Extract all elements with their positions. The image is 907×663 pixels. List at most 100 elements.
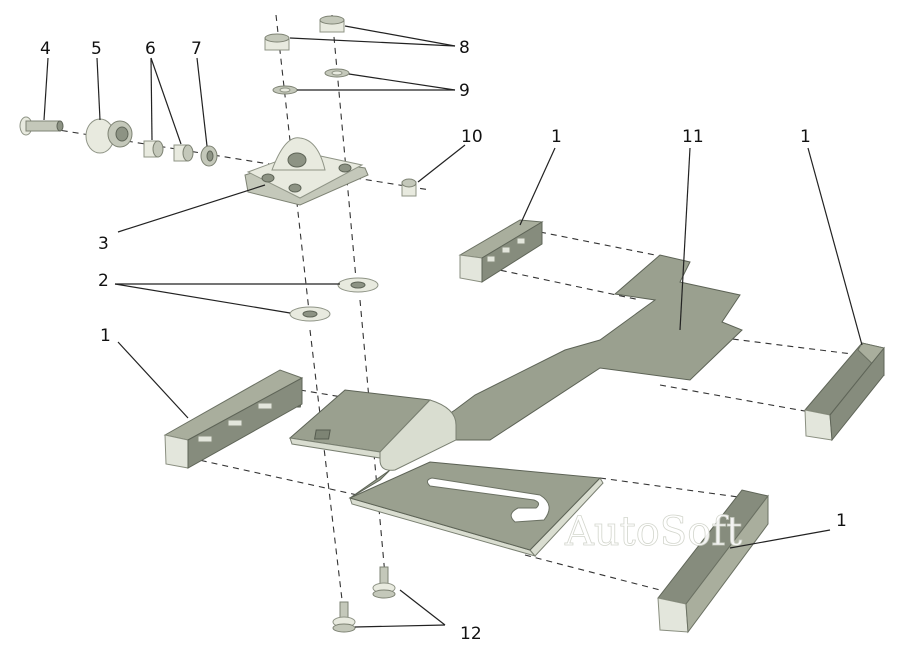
pad-top-left-side — [481, 221, 543, 283]
washer-9-right-hole — [331, 70, 343, 76]
pad-right — [804, 342, 885, 442]
leader-9b — [348, 73, 456, 91]
washer-part-7 — [200, 145, 218, 167]
callout-6: 6 — [145, 39, 156, 59]
guide-line-bolt-right-lower — [359, 299, 386, 576]
pad-left-end — [164, 434, 189, 469]
hinge-hole-left — [261, 173, 275, 183]
leader-lines — [43, 25, 863, 628]
callout-10: 10 — [461, 127, 483, 147]
washer-7-hole — [206, 150, 214, 162]
leader-12a — [399, 589, 446, 626]
bushing-2-end — [182, 144, 194, 162]
guide-line-pad-br-top — [599, 477, 761, 501]
nut-left-top — [264, 33, 290, 43]
leader-4 — [43, 57, 49, 121]
leader-1-right — [807, 147, 863, 346]
pad-left-cell-1 — [197, 435, 213, 443]
bolts-part-12 — [332, 566, 396, 633]
leader-1-top — [519, 147, 556, 226]
hinge-bracket-part-3 — [244, 137, 369, 206]
nuts-part-8 — [264, 15, 345, 51]
callout-4: 4 — [40, 39, 51, 59]
callout-7: 7 — [191, 39, 202, 59]
ball-eye-part-5 — [85, 118, 133, 154]
leader-7 — [196, 57, 208, 147]
pad-right-face — [804, 409, 833, 441]
base-plate-slot — [426, 477, 550, 523]
pad-left-cell-3 — [257, 402, 273, 410]
washers-part-9 — [272, 68, 350, 95]
pad-bottom-right — [657, 489, 769, 634]
washers-part-2 — [289, 277, 379, 322]
callout-2: 2 — [98, 271, 109, 291]
callout-1-top: 1 — [551, 127, 562, 147]
pad-left-side — [187, 377, 303, 469]
guide-line-bolt-right — [331, 14, 358, 291]
pin-tip — [56, 120, 64, 132]
leader-3 — [117, 184, 266, 233]
assembly-guide-lines — [39, 14, 861, 626]
pad-bottom-right-side — [685, 494, 769, 634]
callout-3: 3 — [98, 234, 109, 254]
guide-line-pad-l-bottom — [189, 457, 381, 501]
leader-8b — [344, 25, 456, 47]
washer-9-left-hole — [279, 87, 291, 93]
base-plate-lower-section — [348, 461, 602, 551]
leader-8a — [289, 37, 456, 47]
pad-top-left-end — [459, 254, 483, 283]
pad-top-left-cell-2 — [501, 246, 511, 254]
ball-eye-hole — [115, 126, 129, 142]
pin-shaft — [25, 120, 61, 132]
washer-2-right-hole — [350, 281, 366, 289]
bolt-left-head-base — [332, 623, 356, 633]
bushing-1-end — [152, 140, 164, 158]
callout-11: 11 — [682, 127, 704, 147]
callout-1-right: 1 — [800, 127, 811, 147]
washer-2-left-hole — [302, 310, 318, 318]
leader-10 — [417, 144, 466, 183]
pad-left-cell-2 — [227, 419, 243, 427]
pad-top-left — [458, 219, 544, 283]
callout-labels: 4 5 6 7 8 9 10 3 2 1 1 11 1 1 12 — [40, 38, 847, 644]
leader-6a — [150, 57, 153, 141]
pad-top-left-cell-3 — [516, 237, 526, 245]
guide-line-pad-br-bottom — [524, 554, 661, 591]
guide-line-bolt-left — [275, 14, 311, 321]
callout-5: 5 — [91, 39, 102, 59]
leader-11 — [679, 147, 691, 331]
callout-12: 12 — [460, 624, 482, 644]
guide-line-pad-tl-bottom — [489, 267, 641, 301]
hinge-pin-hole — [287, 152, 307, 168]
callout-8: 8 — [459, 38, 470, 58]
leader-1-bottom — [729, 529, 831, 549]
guide-line-bolt-left-lower — [309, 329, 346, 626]
leader-1-left — [117, 341, 189, 419]
bolt-right-shank — [379, 566, 389, 586]
nut-right-top — [319, 15, 345, 25]
watermark: AutoSoft — [564, 509, 742, 555]
guide-line-pad-tl-top — [539, 231, 691, 263]
bolt-right-head-base — [372, 589, 396, 599]
pad-bottom-right-face — [657, 597, 689, 633]
pad-left — [163, 369, 304, 469]
leader-5 — [96, 57, 101, 121]
callout-1-left: 1 — [100, 326, 111, 346]
callout-9: 9 — [459, 81, 470, 101]
leader-6b — [150, 57, 182, 145]
pad-top-left-cell-1 — [486, 255, 496, 263]
bracket-hole-left — [314, 429, 331, 440]
bracket-edge — [289, 437, 381, 459]
hinge-hole-right — [338, 163, 352, 173]
pin-part-4 — [19, 116, 64, 136]
sleeve-part-10 — [401, 178, 417, 197]
pad-right-side — [829, 346, 885, 442]
sleeve-10-top — [401, 178, 417, 188]
bracket-bend — [379, 399, 457, 471]
leader-2a — [114, 283, 291, 314]
hinge-hole-front — [288, 183, 302, 193]
bushings-part-6 — [143, 140, 194, 162]
leader-12b — [354, 624, 446, 628]
callout-1-bottom: 1 — [836, 511, 847, 531]
